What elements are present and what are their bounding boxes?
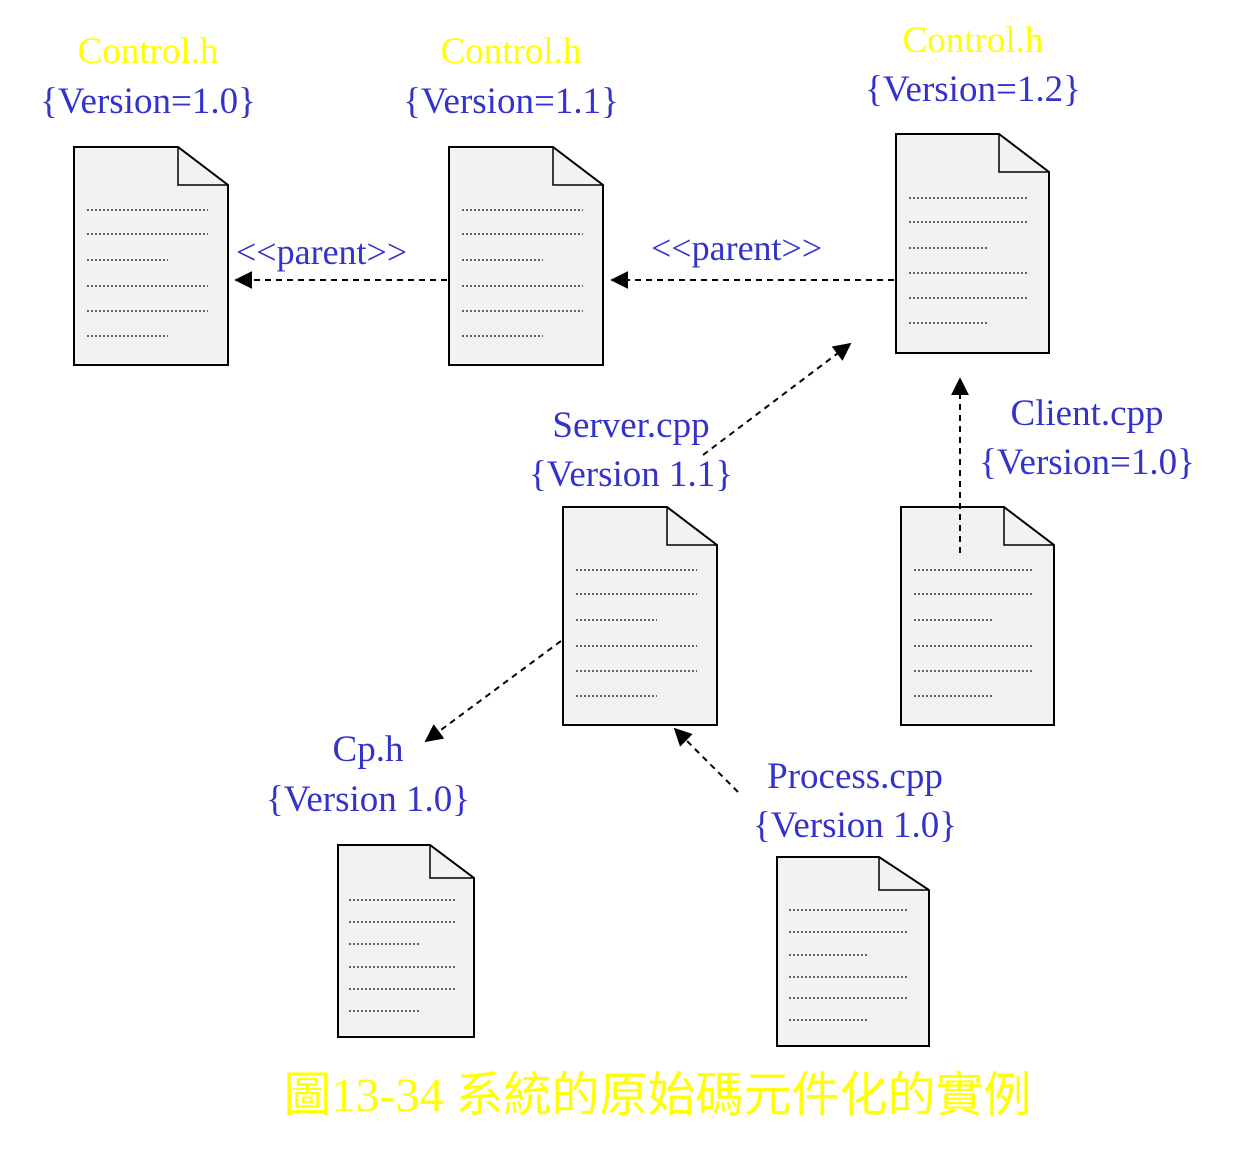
doc-control-h-1-1 [448,146,604,366]
control-h-1-2-name: Control.h [902,20,1044,61]
server-cpp-name: Server.cpp [552,405,710,446]
cp-h-name: Cp.h [332,729,404,770]
doc-client-cpp [900,506,1055,726]
control-h-1-1-name: Control.h [440,31,582,72]
cp-h-version: {Version 1.0} [265,779,471,820]
edge-server-to-control [702,342,852,456]
doc-control-h-1-2 [895,133,1050,354]
process-cpp-version: {Version 1.0} [752,805,958,846]
client-cpp-name: Client.cpp [1010,393,1164,434]
doc-control-h-1-0 [73,146,229,366]
doc-server-cpp [562,506,718,726]
figure-caption: 圖13-34 系統的原始碼元件化的實例 [283,1069,1032,1122]
control-h-1-0-version: {Version=1.0} [40,81,256,122]
client-cpp-version: {Version=1.0} [979,442,1195,483]
control-h-1-2-version: {Version=1.2} [865,69,1081,110]
control-h-1-1-version: {Version=1.1} [403,81,619,122]
control-h-1-0-name: Control.h [77,31,219,72]
edge-server-to-cp [424,640,562,743]
server-cpp-version: {Version 1.1} [528,454,734,495]
process-cpp-name: Process.cpp [767,756,943,797]
doc-process-cpp [776,856,930,1047]
edge-label-parent-right: <<parent>> [651,228,823,268]
edge-process-to-server [673,727,739,793]
edge-label-parent-left: <<parent>> [236,232,408,272]
doc-cp-h [337,844,475,1038]
